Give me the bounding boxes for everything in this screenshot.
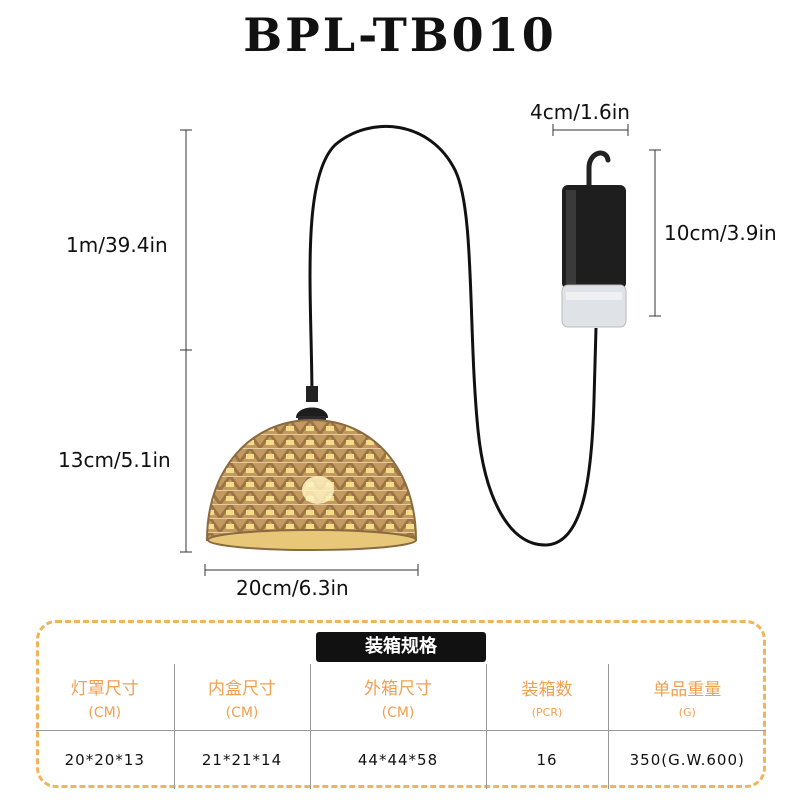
shade-height-dimension-line bbox=[180, 350, 192, 553]
spec-cell-inner-box-size: 21*21*14 bbox=[173, 730, 311, 789]
product-illustration bbox=[180, 124, 661, 576]
spec-column-header: 内盒尺寸 (CM) bbox=[173, 664, 311, 731]
hook-icon bbox=[586, 150, 611, 191]
packing-spec-table: 灯罩尺寸 (CM) 内盒尺寸 (CM) 外箱尺寸 (CM) 装箱数 (PCR) … bbox=[36, 664, 766, 789]
spec-column-header: 外箱尺寸 (CM) bbox=[309, 664, 487, 731]
spec-cell-unit-weight: 350(G.W.600) bbox=[607, 730, 766, 789]
spec-column-header: 灯罩尺寸 (CM) bbox=[36, 664, 175, 731]
spec-cell-quantity: 16 bbox=[485, 730, 609, 789]
spec-column-header: 单品重量 (G) bbox=[607, 664, 766, 731]
spec-cell-shade-size: 20*20*13 bbox=[36, 730, 175, 789]
battery-height-dimension-line bbox=[649, 149, 661, 317]
rattan-lamp-shade bbox=[205, 418, 418, 551]
spec-value-row: 20*20*13 21*21*14 44*44*58 16 350(G.W.60… bbox=[36, 730, 766, 789]
packing-spec-header: 装箱规格 bbox=[316, 632, 486, 662]
pendant-cord bbox=[308, 124, 598, 547]
cord-length-dimension-line bbox=[180, 129, 192, 351]
shade-width-label: 20cm/6.3in bbox=[236, 576, 349, 600]
battery-height-label: 10cm/3.9in bbox=[664, 221, 777, 245]
product-title: BPL-TB010 bbox=[243, 8, 557, 62]
spec-header-row: 灯罩尺寸 (CM) 内盒尺寸 (CM) 外箱尺寸 (CM) 装箱数 (PCR) … bbox=[36, 664, 766, 731]
battery-pack bbox=[561, 150, 627, 328]
battery-width-label: 4cm/1.6in bbox=[530, 100, 630, 124]
spec-column-header: 装箱数 (PCR) bbox=[485, 664, 609, 731]
battery-width-dimension-line bbox=[552, 124, 629, 136]
shade-height-label: 13cm/5.1in bbox=[58, 448, 171, 472]
spec-cell-outer-box-size: 44*44*58 bbox=[309, 730, 487, 789]
shade-width-dimension-line bbox=[204, 564, 419, 576]
cord-length-label: 1m/39.4in bbox=[66, 233, 168, 257]
